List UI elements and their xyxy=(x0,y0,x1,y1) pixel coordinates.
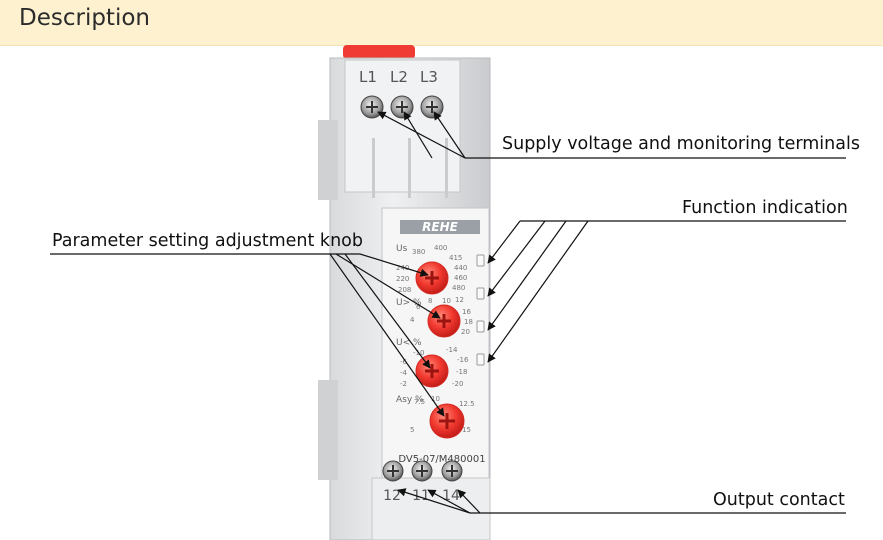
knob-voltage[interactable] xyxy=(415,261,449,295)
dial1-tick: 460 xyxy=(454,274,467,282)
dial1-tick: 380 xyxy=(412,248,425,256)
callout-supply-terminals: Supply voltage and monitoring terminals xyxy=(502,134,860,154)
dial1-tick: 415 xyxy=(449,254,462,262)
bottom-screws xyxy=(382,460,463,482)
dial2-label: U> % xyxy=(396,298,422,308)
dial3-tick: -4 xyxy=(400,369,408,377)
dial1-tick: 400 xyxy=(434,244,447,252)
dial2-tick: 10 xyxy=(442,297,451,305)
dial4-tick: 7.5 xyxy=(414,398,425,406)
model-number: DV5-07/M480001 xyxy=(398,454,485,465)
dial3-tick: -6 xyxy=(400,358,408,366)
terminal-label-12: 12 xyxy=(383,488,401,504)
dial3-label: U< % xyxy=(396,338,422,348)
callout-leaders xyxy=(50,111,846,514)
top-screws xyxy=(360,95,444,119)
dial2-tick: 6 xyxy=(416,303,421,311)
dial4-tick: 12.5 xyxy=(459,400,475,408)
dial2-tick: 18 xyxy=(464,318,473,326)
dial1-tick: 240 xyxy=(396,264,409,272)
dial1-label: Us xyxy=(396,244,408,254)
dial4-tick: 15 xyxy=(462,426,471,434)
dial2-tick: 20 xyxy=(461,328,470,336)
dial3-tick: -20 xyxy=(452,380,463,388)
header-banner: Description xyxy=(0,0,883,46)
dial2-tick: 4 xyxy=(410,316,415,324)
dial3-tick: -14 xyxy=(446,346,458,354)
knob-overvoltage[interactable] xyxy=(427,304,461,338)
dial4-label: Asy % xyxy=(396,395,424,405)
dial4-tick: 5 xyxy=(410,426,414,434)
function-indicator-leds xyxy=(476,254,485,366)
brand-bar xyxy=(400,220,480,234)
dial3-tick: -18 xyxy=(456,368,467,376)
top-clip xyxy=(343,45,415,59)
dial1-tick: 480 xyxy=(452,284,465,292)
dial4-tick: 10 xyxy=(431,395,440,403)
terminal-label-l3: L3 xyxy=(420,68,438,86)
dial2-tick: 12 xyxy=(455,296,464,304)
page-title: Description xyxy=(19,5,150,31)
terminal-label-14: 14 xyxy=(442,488,460,504)
dial2-tick: 16 xyxy=(462,308,471,316)
terminal-label-11: 11 xyxy=(412,488,430,504)
dial3-tick: -2 xyxy=(400,380,407,388)
dial1-tick: 220 xyxy=(396,275,409,283)
callout-function-indication: Function indication xyxy=(682,198,848,218)
relay-body xyxy=(318,57,491,540)
dial1-tick: 208 xyxy=(398,286,411,294)
callout-output-contact: Output contact xyxy=(713,490,845,510)
dial2-tick: 8 xyxy=(428,297,432,305)
terminal-label-l2: L2 xyxy=(390,68,408,86)
dial1-tick: 440 xyxy=(454,264,467,272)
brand-logo: REHE xyxy=(422,220,458,234)
callout-parameter-knob: Parameter setting adjustment knob xyxy=(52,231,363,251)
terminal-label-l1: L1 xyxy=(359,68,377,86)
knob-asymmetry[interactable] xyxy=(429,403,465,439)
dial3-tick: -16 xyxy=(457,356,469,364)
